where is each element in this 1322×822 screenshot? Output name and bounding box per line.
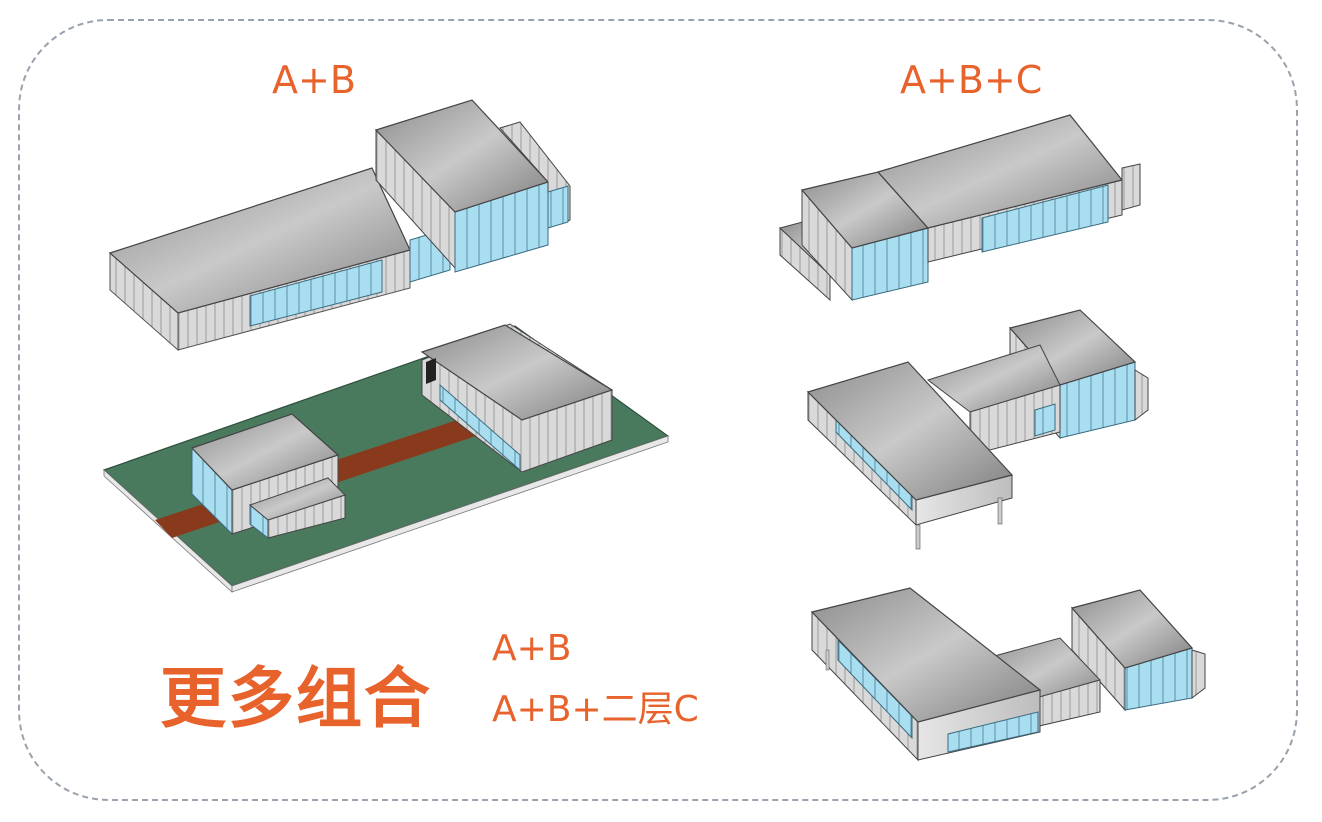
label-abc-top: A+B+C	[900, 58, 1043, 102]
label-combo-ab: A+B	[492, 628, 572, 669]
site-model-ab	[102, 323, 670, 593]
dashed-frame	[18, 19, 1298, 801]
label-ab-top: A+B	[272, 58, 356, 102]
label-combo-ab-2f-c: A+B+二层C	[492, 689, 699, 730]
building-abc-top	[779, 114, 1141, 302]
label-more-combinations: 更多组合	[160, 660, 432, 737]
building-variant-3	[810, 587, 1206, 762]
building-variant-2	[806, 309, 1149, 550]
building-ab-top	[108, 99, 571, 352]
